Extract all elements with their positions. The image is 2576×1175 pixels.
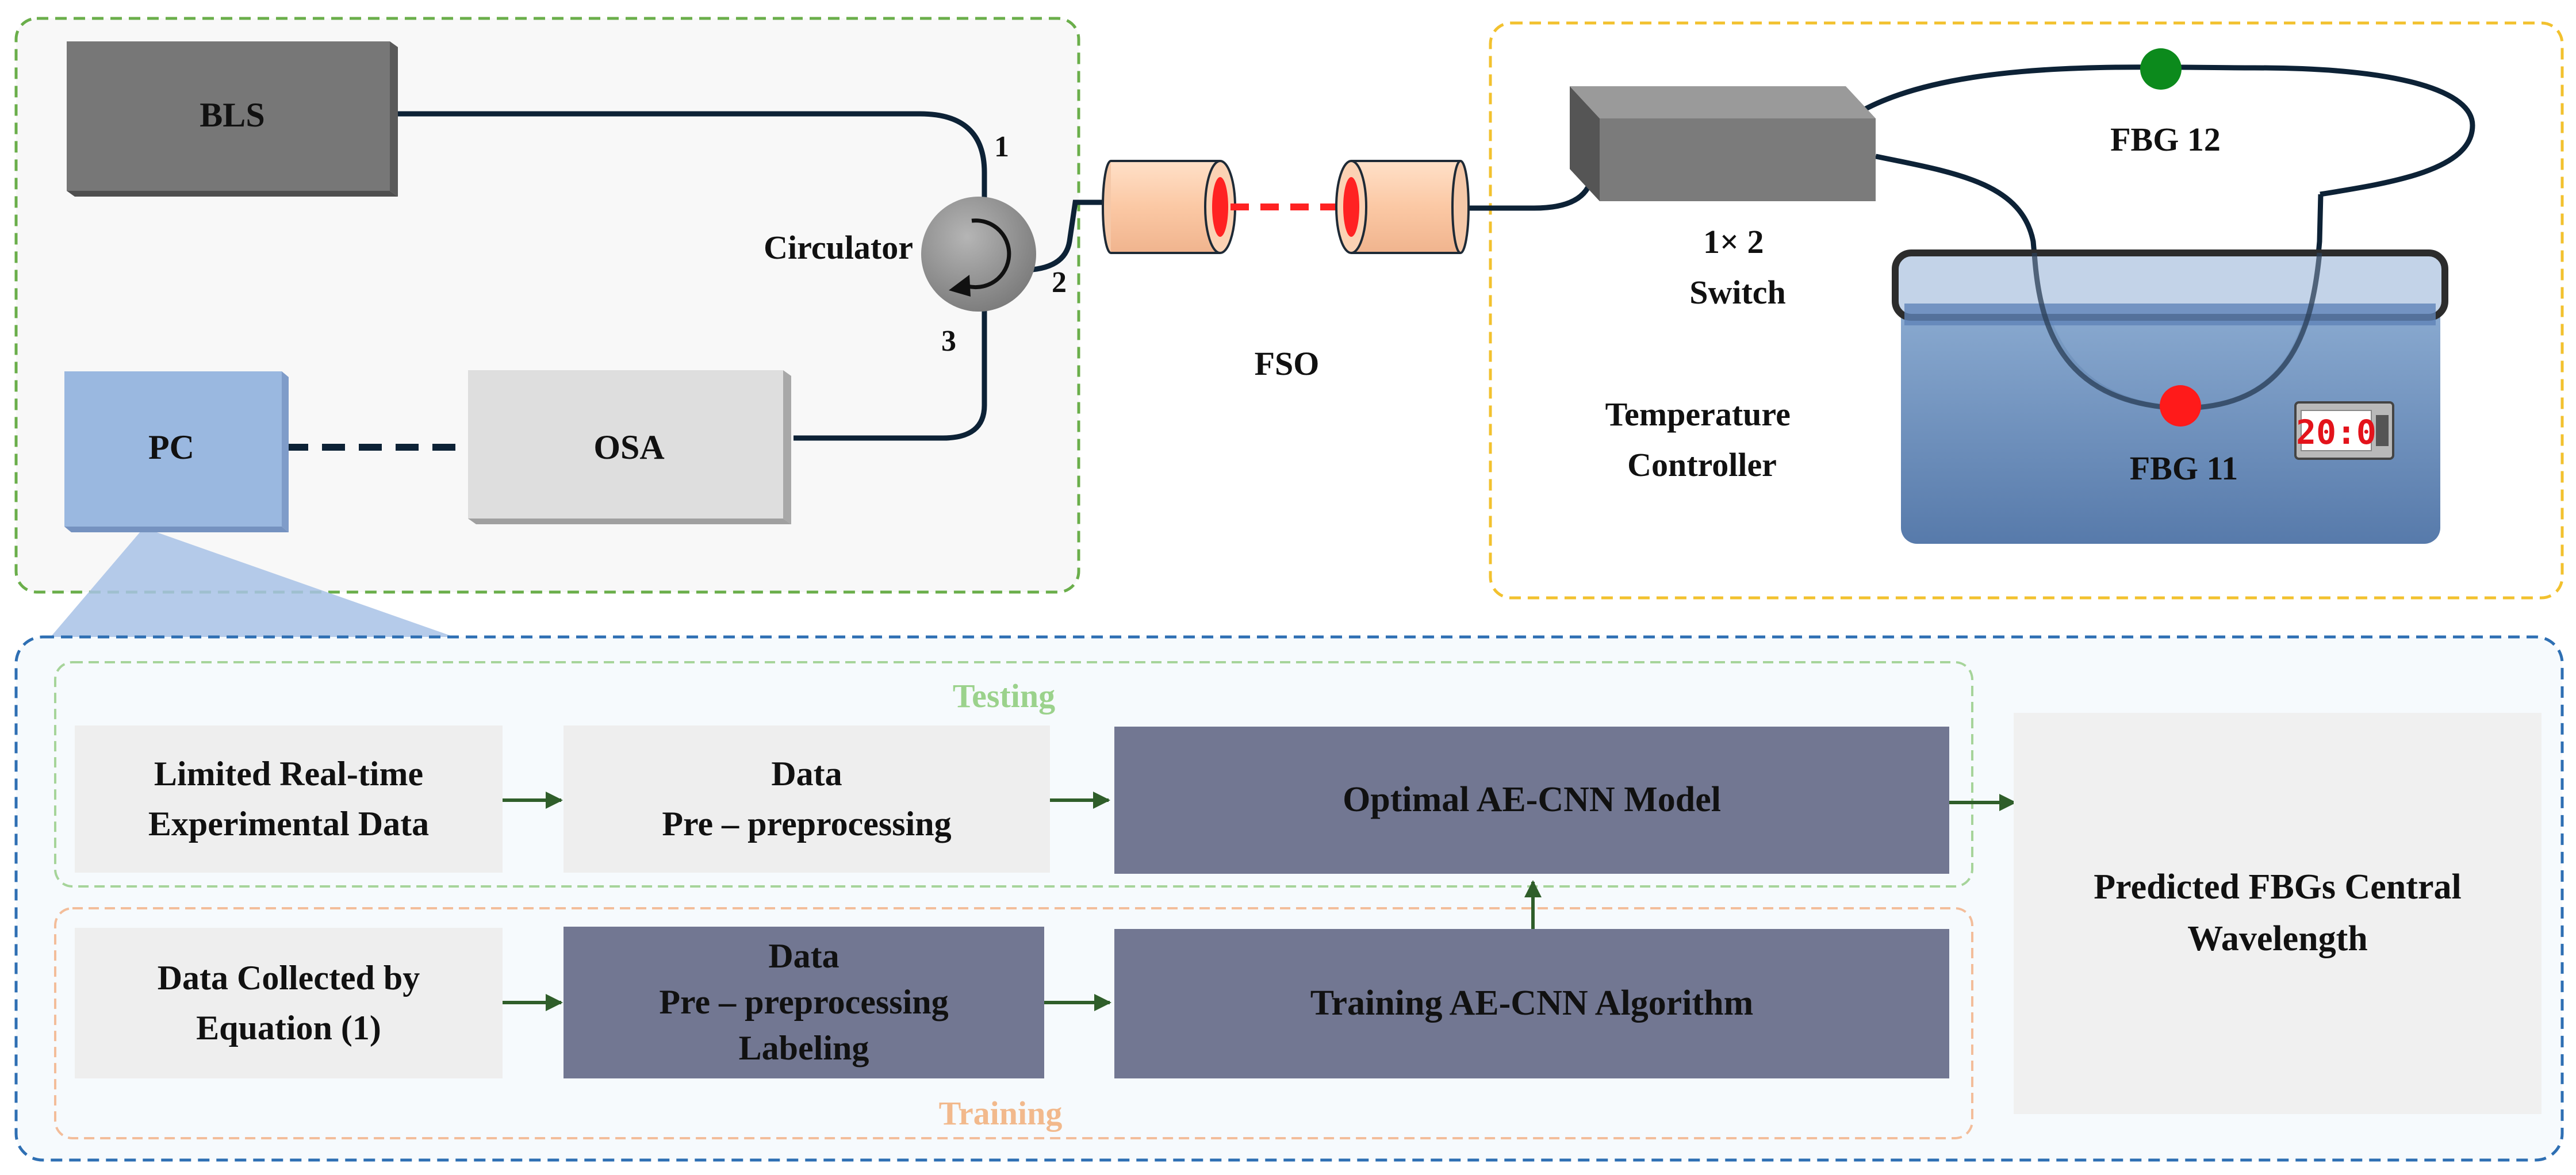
switch-label-line-2: Switch xyxy=(1689,274,1786,311)
circulator xyxy=(921,197,1036,312)
pc-box-bottom xyxy=(64,527,289,532)
lens-left xyxy=(1212,177,1228,237)
temperature-controller-label: Temperature Controller xyxy=(1605,395,1799,483)
fso-label: FSO xyxy=(1255,345,1320,382)
switch-side xyxy=(1570,86,1600,201)
collimator-right xyxy=(1351,161,1460,253)
port-2-label: 2 xyxy=(1052,266,1067,299)
osa-label: OSA xyxy=(593,428,664,466)
fbg12-marker xyxy=(2140,48,2182,90)
training-preprocess-box: Data Pre – preprocessing Labeling xyxy=(564,927,1044,1078)
training-algorithm-box: Training AE-CNN Algorithm xyxy=(1114,929,1949,1078)
fiber-circulator-osa xyxy=(793,310,987,441)
bls-box-bottom xyxy=(67,191,398,197)
pc-callout xyxy=(51,528,454,637)
optimal-model-box: Optimal AE-CNN Model xyxy=(1114,727,1949,874)
testing-group xyxy=(54,661,1973,888)
osa-box-bottom xyxy=(468,519,791,524)
circulator-arrow-icon xyxy=(960,218,1011,290)
bls-box-side xyxy=(390,41,398,197)
display-readout: 20:0 xyxy=(2296,413,2376,452)
circulator-label: Circulator xyxy=(764,229,913,266)
testing-input-box: Limited Real-time Experimental Data xyxy=(75,725,503,873)
fiber-bls-circulator xyxy=(390,111,987,201)
collimator-right-back xyxy=(1451,160,1470,254)
temperature-display-screen xyxy=(2301,410,2372,451)
training-input-box: Data Collected by Equation (1) xyxy=(75,928,503,1078)
switch-top xyxy=(1570,86,1876,118)
osa-box xyxy=(468,370,783,519)
lens-right xyxy=(1343,177,1359,237)
collimator-left xyxy=(1111,161,1220,253)
port-1-label: 1 xyxy=(994,130,1009,163)
fbg12-label: FBG 12 xyxy=(2110,121,2221,158)
fbg11-label: FBG 11 xyxy=(2130,450,2238,487)
training-group xyxy=(54,907,1973,1139)
predicted-output-box: Predicted FBGs Central Wavelength xyxy=(2014,713,2542,1114)
port-3-label: 3 xyxy=(941,325,956,358)
osa-box-side xyxy=(783,370,791,524)
training-label: Training xyxy=(939,1095,1063,1132)
testing-preprocess-box: Data Pre – preprocessing xyxy=(564,725,1050,873)
pc-box xyxy=(64,371,282,527)
bls-box xyxy=(67,41,390,191)
pc-label: PC xyxy=(148,428,194,466)
switch-front xyxy=(1600,118,1876,201)
fbg11-marker xyxy=(2160,385,2201,427)
pc-box-side xyxy=(282,371,289,532)
temperature-controller-line-2: Controller xyxy=(1627,446,1777,483)
circulator-arrowhead xyxy=(949,275,971,297)
switch-label-line-1: 1× 2 xyxy=(1703,223,1764,260)
fiber-loop-fbg12 xyxy=(1857,64,2475,197)
temperature-controller-line-1: Temperature xyxy=(1605,395,1791,433)
temperature-display-button xyxy=(2376,415,2389,446)
water-surface xyxy=(1904,304,2436,325)
switch-label: 1× 2 Switch xyxy=(1689,223,1786,311)
testing-label: Testing xyxy=(953,677,1055,715)
bls-label: BLS xyxy=(200,96,264,134)
